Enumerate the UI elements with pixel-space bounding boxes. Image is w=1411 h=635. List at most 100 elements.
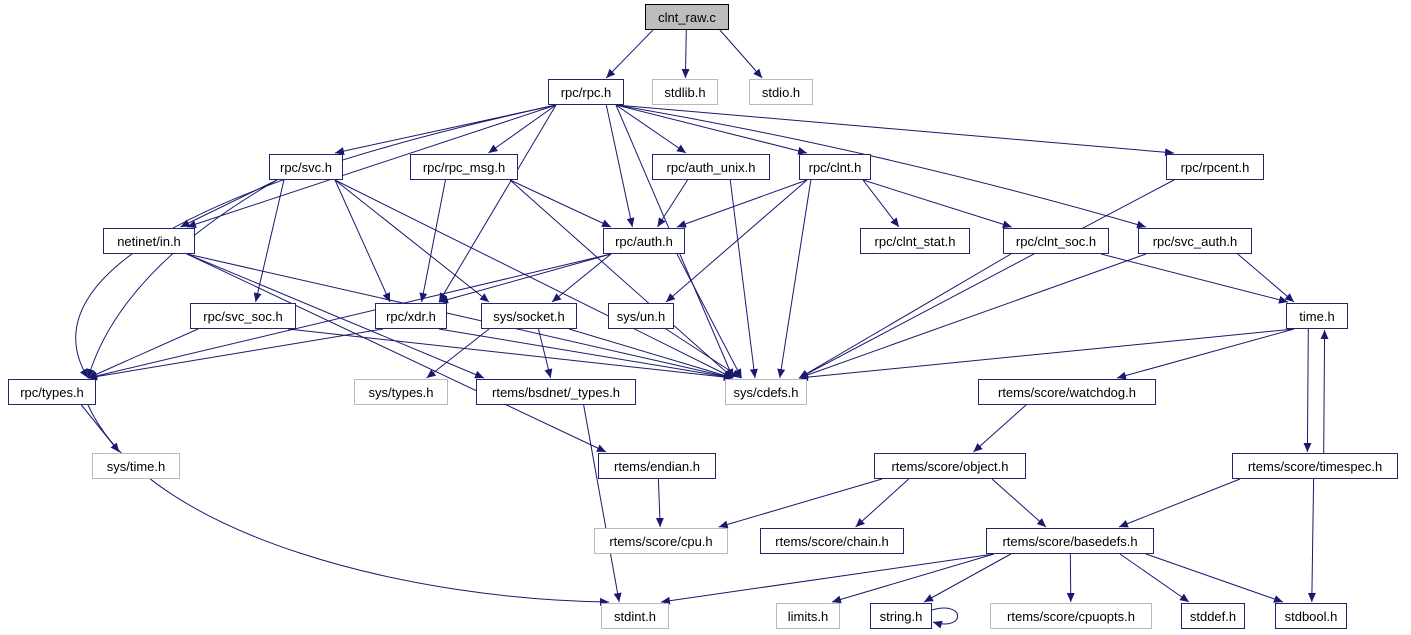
edge-rpc_svc_h-rpc_xdr_h <box>334 179 391 303</box>
edge-rpc_rpc_h-netinet_in_h <box>186 104 557 228</box>
edge-clnt_raw_c-stdio_h <box>719 29 763 79</box>
edge-rtems_score_timespec_h-rtems_score_basedefs_h <box>1118 478 1241 528</box>
graph-node-sys_time_h: sys/time.h <box>92 453 180 479</box>
edge-rpc_rpc_h-rpc_rpc_msg_h <box>488 104 557 154</box>
graph-node-stdbool_h[interactable]: stdbool.h <box>1275 603 1347 629</box>
edge-rpc_clnt_h-sys_un_h <box>665 179 808 303</box>
graph-node-rpc_xdr_h[interactable]: rpc/xdr.h <box>375 303 447 329</box>
graph-node-rpc_svc_soc_h[interactable]: rpc/svc_soc.h <box>190 303 296 329</box>
graph-node-rtems_endian_h[interactable]: rtems/endian.h <box>598 453 716 479</box>
edge-sys_un_h-sys_cdefs_h <box>665 328 742 379</box>
edge-rpc_clnt_h-rpc_clnt_soc_h <box>862 179 1012 229</box>
edge-sys_socket_h-rtems_bsdnet_types_h <box>537 328 553 379</box>
edge-rtems_score_basedefs_h-stdbool_h <box>1145 553 1284 603</box>
graph-node-rpc_types_h[interactable]: rpc/types.h <box>8 379 96 405</box>
edge-time_h-sys_cdefs_h <box>798 328 1295 382</box>
edge-rpc_svc_auth_h-sys_cdefs_h <box>798 253 1147 379</box>
edge-rpc_rpc_h-rpc_svc_auth_h <box>615 104 1147 229</box>
edge-rtems_score_basedefs_h-stdint_h <box>660 553 995 605</box>
graph-node-rtems_score_cpuopts_h: rtems/score/cpuopts.h <box>990 603 1152 629</box>
graph-node-limits_h: limits.h <box>776 603 840 629</box>
edge-rpc_auth_h-rpc_types_h <box>87 253 612 380</box>
edge-rpc_svc_h-sys_cdefs_h <box>334 179 734 379</box>
graph-node-rtems_score_cpu_h: rtems/score/cpu.h <box>594 528 728 554</box>
edge-rpc_clnt_soc_h-sys_cdefs_h <box>798 253 1012 379</box>
edge-rpc_xdr_h-rpc_types_h <box>87 328 384 381</box>
edge-rpc_clnt_h-rpc_clnt_stat_h <box>862 179 900 228</box>
graph-node-netinet_in_h[interactable]: netinet/in.h <box>103 228 195 254</box>
edge-rtems_score_basedefs_h-limits_h <box>831 553 995 604</box>
edge-rpc_rpc_h-rpc_xdr_h <box>438 104 557 303</box>
edge-clnt_raw_c-rpc_rpc_h <box>605 29 654 79</box>
graph-node-rpc_svc_auth_h[interactable]: rpc/svc_auth.h <box>1138 228 1252 254</box>
graph-node-rpc_auth_unix_h[interactable]: rpc/auth_unix.h <box>652 154 770 180</box>
edge-rpc_rpc_h-rpc_clnt_h <box>615 104 808 155</box>
edge-rpc_svc_h-netinet_in_h <box>180 179 278 228</box>
graph-node-stdio_h: stdio.h <box>749 79 813 105</box>
edge-rpc_svc_soc_h-sys_cdefs_h <box>287 328 734 381</box>
graph-node-stddef_h[interactable]: stddef.h <box>1181 603 1245 629</box>
edge-rpc_auth_unix_h-sys_cdefs_h <box>729 179 758 379</box>
graph-node-string_h[interactable]: string.h <box>870 603 932 629</box>
edge-rpc_clnt_soc_h-time_h <box>1100 253 1289 304</box>
edge-rtems_score_basedefs_h-stddef_h <box>1119 553 1190 603</box>
edge-rtems_score_object_h-rtems_score_basedefs_h <box>991 478 1047 528</box>
graph-node-rpc_auth_h[interactable]: rpc/auth.h <box>603 228 685 254</box>
edge-rtems_score_object_h-rtems_score_chain_h <box>855 478 910 528</box>
graph-node-sys_types_h: sys/types.h <box>354 379 448 405</box>
graph-node-rtems_score_timespec_h[interactable]: rtems/score/timespec.h <box>1232 453 1398 479</box>
graph-node-rtems_score_basedefs_h[interactable]: rtems/score/basedefs.h <box>986 528 1154 554</box>
edge-rpc_rpc_msg_h-rpc_auth_h <box>509 179 612 228</box>
edge-rpc_rpc_msg_h-sys_cdefs_h <box>509 179 734 379</box>
edge-time_h-rtems_score_timespec_h <box>1303 328 1312 453</box>
edge-netinet_in_h-sys_cdefs_h <box>186 253 734 380</box>
graph-node-sys_cdefs_h: sys/cdefs.h <box>725 379 807 405</box>
graph-node-rpc_rpcent_h[interactable]: rpc/rpcent.h <box>1166 154 1264 180</box>
edge-rpc_rpc_h-rpc_auth_unix_h <box>615 104 687 154</box>
edge-netinet_in_h-rtems_endian_h <box>186 253 607 453</box>
edge-netinet_in_h-rtems_bsdnet_types_h <box>186 253 485 379</box>
edge-rpc_svc_auth_h-time_h <box>1237 253 1295 303</box>
edge-rtems_bsdnet_types_h-stdint_h <box>583 404 622 603</box>
graph-node-time_h[interactable]: time.h <box>1286 303 1348 329</box>
edge-rtems_score_watchdog_h-rtems_score_object_h <box>973 404 1027 453</box>
edge-rpc_rpc_h-rpc_auth_h <box>605 104 635 228</box>
edge-rpc_auth_unix_h-rpc_auth_h <box>656 179 688 228</box>
graph-node-sys_socket_h[interactable]: sys/socket.h <box>481 303 577 329</box>
edge-rpc_clnt_h-sys_cdefs_h <box>777 179 812 379</box>
edge-rpc_xdr_h-sys_cdefs_h <box>438 328 734 381</box>
edge-rpc_auth_h-sys_cdefs_h <box>676 253 743 379</box>
graph-node-rtems_score_chain_h[interactable]: rtems/score/chain.h <box>760 528 904 554</box>
edge-rtems_endian_h-rtems_score_cpu_h <box>655 478 664 528</box>
edge-sys_socket_h-sys_cdefs_h <box>568 328 734 380</box>
graph-node-rtems_score_watchdog_h[interactable]: rtems/score/watchdog.h <box>978 379 1156 405</box>
edge-rpc_auth_h-rpc_xdr_h <box>438 253 612 304</box>
edge-rpc_svc_h-sys_socket_h <box>334 179 490 303</box>
edge-rpc_clnt_h-rpc_auth_h <box>676 179 808 228</box>
edge-rtems_score_timespec_h-stdbool_h <box>1307 478 1316 603</box>
edge-time_h-rtems_score_watchdog_h <box>1116 328 1295 380</box>
graph-node-rpc_rpc_msg_h[interactable]: rpc/rpc_msg.h <box>410 154 518 180</box>
graph-node-sys_un_h[interactable]: sys/un.h <box>608 303 674 329</box>
edge-string_h-string_h <box>931 607 958 629</box>
edge-rpc_rpc_msg_h-rpc_xdr_h <box>419 179 446 303</box>
graph-node-rtems_score_object_h[interactable]: rtems/score/object.h <box>874 453 1026 479</box>
edge-rpc_auth_h-sys_socket_h <box>551 253 612 303</box>
edge-rtems_score_basedefs_h-string_h <box>923 553 1012 603</box>
graph-node-rtems_bsdnet_types_h[interactable]: rtems/bsdnet/_types.h <box>476 379 636 405</box>
graph-node-rpc_clnt_soc_h[interactable]: rpc/clnt_soc.h <box>1003 228 1109 254</box>
edge-rtems_score_object_h-rtems_score_cpu_h <box>718 478 883 529</box>
edge-rpc_rpcent_h-sys_cdefs_h <box>798 179 1175 379</box>
edge-sys_socket_h-sys_types_h <box>426 328 490 379</box>
edge-rpc_rpc_h-rpc_rpcent_h <box>615 104 1175 157</box>
edge-rpc_svc_soc_h-rpc_types_h <box>87 328 199 379</box>
graph-node-rpc_clnt_h[interactable]: rpc/clnt.h <box>799 154 871 180</box>
graph-node-rpc_rpc_h[interactable]: rpc/rpc.h <box>548 79 624 105</box>
graph-node-rpc_clnt_stat_h[interactable]: rpc/clnt_stat.h <box>860 228 970 254</box>
graph-node-stdint_h: stdint.h <box>601 603 669 629</box>
graph-node-rpc_svc_h[interactable]: rpc/svc.h <box>269 154 343 180</box>
edge-rpc_svc_h-rpc_types_h <box>86 179 278 379</box>
edge-rtems_score_timespec_h-time_h <box>1320 329 1329 454</box>
